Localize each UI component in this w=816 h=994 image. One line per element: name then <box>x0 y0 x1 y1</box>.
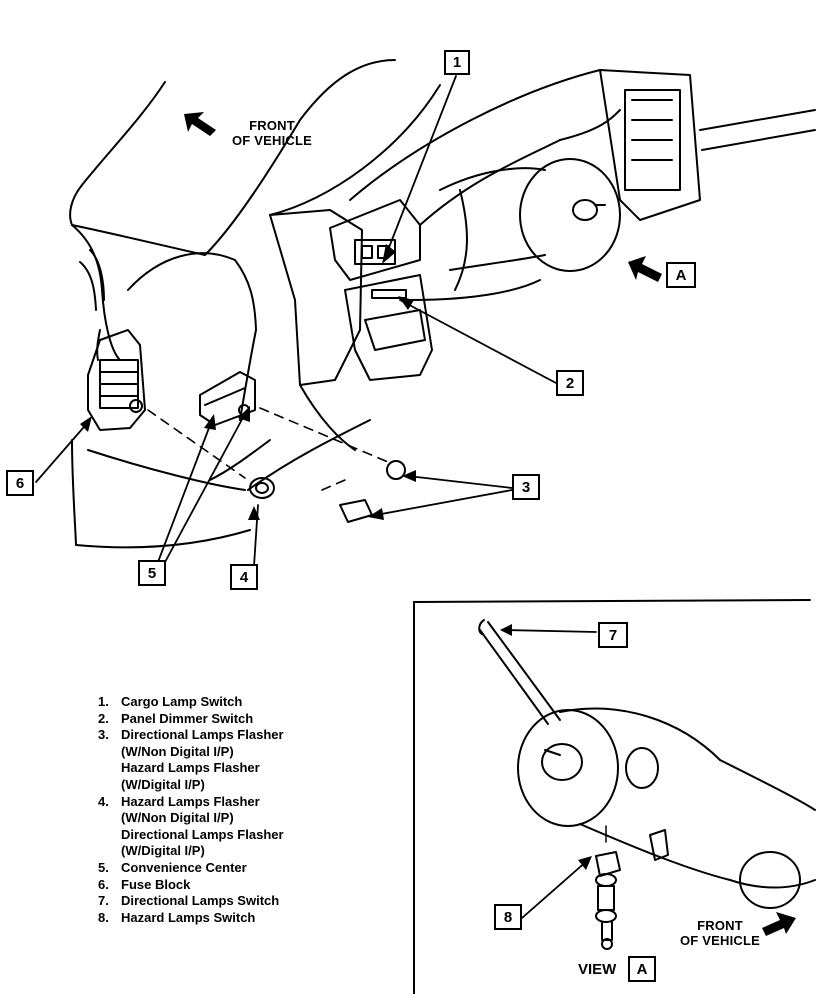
callout-6: 6 <box>6 470 34 496</box>
legend-text: (W/Digital I/P) <box>121 843 205 859</box>
legend-number: 4. <box>98 793 109 809</box>
callout-view-a: A <box>666 262 696 288</box>
front-of-vehicle-label-top: FRONT OF VEHICLE <box>212 118 332 148</box>
callout-1: 1 <box>444 50 470 75</box>
legend-text: Directional Lamps Flasher <box>121 727 284 743</box>
legend-text-block: Hazard Lamps Flasher (W/Non Digital I/P)… <box>121 794 348 860</box>
view-a-label: VIEW <box>578 961 616 978</box>
legend-number: 7. <box>98 893 109 909</box>
callout-2: 2 <box>556 370 584 396</box>
legend-number: 2. <box>98 710 109 726</box>
legend-item: 4. Hazard Lamps Flasher (W/Non Digital I… <box>98 794 348 860</box>
legend-number: 1. <box>98 694 109 709</box>
legend-item: 3. Directional Lamps Flasher (W/Non Digi… <box>98 727 348 793</box>
legend-text: (W/Digital I/P) <box>121 776 205 792</box>
legend-item: 7. Directional Lamps Switch <box>98 893 348 910</box>
parts-legend: 1. Cargo Lamp Switch 2. Panel Dimmer Swi… <box>98 694 348 926</box>
callout-5: 5 <box>138 560 166 586</box>
arrowheads <box>80 112 796 936</box>
dashboard-outline <box>69 59 816 549</box>
legend-text: Hazard Lamps Flasher <box>121 793 260 809</box>
legend-item: 6. Fuse Block <box>98 877 348 894</box>
leader-lines <box>35 75 597 919</box>
callout-7: 7 <box>598 622 628 648</box>
legend-number: 8. <box>98 909 109 925</box>
legend-item: 5. Convenience Center <box>98 860 348 877</box>
view-a-letter-box: A <box>628 956 656 982</box>
legend-text-block: Directional Lamps Flasher (W/Non Digital… <box>121 727 348 793</box>
callout-4: 4 <box>230 564 258 590</box>
legend-item: 1. Cargo Lamp Switch <box>98 694 348 711</box>
install-lines <box>147 407 389 491</box>
legend-number: 3. <box>98 727 109 743</box>
front-of-vehicle-label-bottom: FRONT OF VEHICLE <box>660 918 780 948</box>
front-label-line2: OF VEHICLE <box>679 933 760 948</box>
callout-3: 3 <box>512 474 540 500</box>
legend-item: 8. Hazard Lamps Switch <box>98 910 348 927</box>
legend-number: 6. <box>98 876 109 892</box>
front-label-line1: FRONT <box>249 118 295 133</box>
legend-text: Panel Dimmer Switch <box>121 710 254 726</box>
legend-text: Hazard Lamps Switch <box>121 909 256 925</box>
legend-item: 2. Panel Dimmer Switch <box>98 711 348 728</box>
legend-text: Cargo Lamp Switch <box>121 694 243 709</box>
legend-text: Fuse Block <box>121 876 191 892</box>
callout-8: 8 <box>494 904 522 930</box>
legend-text: (W/Non Digital I/P) <box>121 743 234 759</box>
legend-text: Directional Lamps Switch <box>121 893 280 909</box>
front-label-line1: FRONT <box>697 918 743 933</box>
view-a-inset <box>413 599 816 994</box>
legend-text: Convenience Center <box>121 859 247 875</box>
legend-text: Hazard Lamps Flasher <box>121 760 260 776</box>
legend-number: 5. <box>98 859 109 875</box>
fuse-block-drawing <box>87 329 146 431</box>
view-text: VIEW <box>578 961 617 978</box>
front-label-line2: OF VEHICLE <box>231 133 312 148</box>
legend-text: (W/Non Digital I/P) <box>121 810 234 826</box>
legend-text: Directional Lamps Flasher <box>121 826 284 842</box>
